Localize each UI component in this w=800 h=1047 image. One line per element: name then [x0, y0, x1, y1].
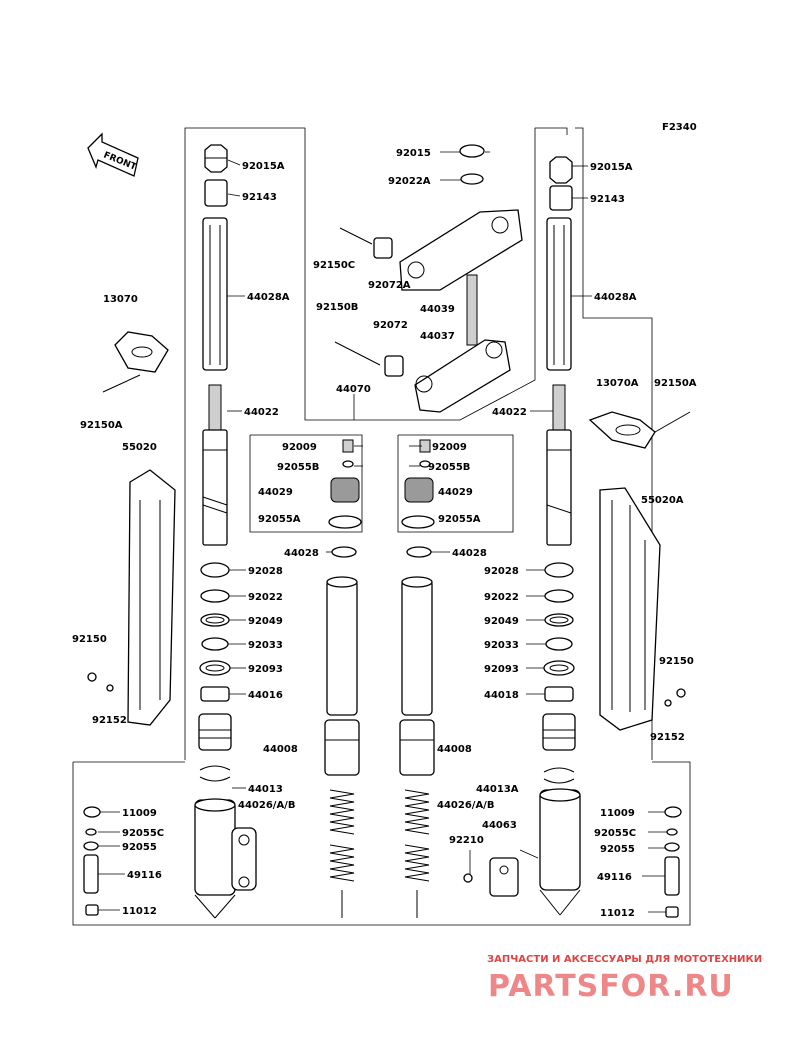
callout-label: 92022 — [248, 592, 283, 603]
right-callout-labels: 92015A 92143 44028A 44022 13070A 92150A … — [476, 162, 697, 919]
callout-label: 11012 — [600, 908, 635, 919]
callout-label: 44070 — [336, 384, 371, 395]
cap-parts — [328, 439, 435, 529]
callout-label: 92150B — [316, 302, 358, 313]
callout-label: 92055A — [258, 514, 301, 525]
callout-label: 92072A — [368, 280, 411, 291]
callout-label: 55020A — [641, 495, 684, 506]
callout-label: 44037 — [420, 331, 455, 342]
leader-lines — [98, 151, 667, 913]
center-tubes — [324, 546, 435, 918]
callout-label: 92150A — [80, 420, 123, 431]
figure-id: F2340 — [662, 122, 697, 133]
callout-label: 11012 — [122, 906, 157, 917]
callout-label: 44028 — [284, 548, 319, 559]
callout-label: 11009 — [122, 808, 157, 819]
callout-label: 44022 — [492, 407, 527, 418]
callout-label: 11009 — [600, 808, 635, 819]
callout-label: 92055 — [600, 844, 635, 855]
callout-label: 92028 — [248, 566, 283, 577]
callout-label: 44026/A/B — [437, 800, 494, 811]
callout-label: 13070A — [596, 378, 639, 389]
callout-label: 44028A — [247, 292, 290, 303]
callout-label: 44029 — [258, 487, 293, 498]
front-arrow-icon: FRONT — [87, 132, 139, 177]
triple-clamp-parts — [334, 144, 523, 413]
callout-label: 92143 — [242, 192, 277, 203]
callout-label: 44063 — [482, 820, 517, 831]
callout-label: 92055 — [122, 842, 157, 853]
callout-label: 92028 — [484, 566, 519, 577]
watermark-tagline: ЗАПЧАСТИ И АКСЕССУАРЫ ДЛЯ МОТОТЕХНИКИ — [487, 954, 762, 965]
callout-label: 92210 — [449, 835, 484, 846]
callout-label: 44016 — [248, 690, 283, 701]
callout-label: 92015 — [396, 148, 431, 159]
callout-label: 92152 — [92, 715, 127, 726]
callout-label: 92150 — [659, 656, 694, 667]
right-fork-parts — [539, 156, 581, 916]
callout-label: 44022 — [244, 407, 279, 418]
watermark-logo: PARTSFOR.RU — [488, 969, 734, 1004]
callout-label: 92033 — [248, 640, 283, 651]
brake-hose-brackets — [102, 331, 691, 449]
callout-label: 92033 — [484, 640, 519, 651]
callout-label: 92055C — [594, 828, 636, 839]
callout-label: 92072 — [373, 320, 408, 331]
callout-label: 92009 — [432, 442, 467, 453]
callout-label: 55020 — [122, 442, 157, 453]
callout-label: 44026/A/B — [238, 800, 295, 811]
callout-label: 44039 — [420, 304, 455, 315]
center-callout-labels: 92015 92022A 92150C 92072A 92150B 44039 … — [258, 148, 517, 846]
watermark: ЗАПЧАСТИ И АКСЕССУАРЫ ДЛЯ МОТОТЕХНИКИ PA… — [487, 954, 762, 1004]
callout-label: 49116 — [127, 870, 162, 881]
left-callout-labels: 92015A 92143 44028A 13070 92150A 44022 5… — [72, 161, 298, 917]
callout-label: 92049 — [248, 616, 283, 627]
callout-label: 92055B — [277, 462, 319, 473]
fork-guards — [87, 469, 686, 731]
callout-label: 92150A — [654, 378, 697, 389]
callout-label: 44028A — [594, 292, 637, 303]
callout-label: 13070 — [103, 294, 138, 305]
callout-label: 92049 — [484, 616, 519, 627]
left-fork-parts — [194, 144, 257, 919]
callout-label: 92143 — [590, 194, 625, 205]
callout-label: 92055A — [438, 514, 481, 525]
callout-label: 92009 — [282, 442, 317, 453]
callout-label: 44008 — [263, 744, 298, 755]
callout-label: 92150C — [313, 260, 355, 271]
callout-label: 44013A — [476, 784, 519, 795]
callout-label: 44018 — [484, 690, 519, 701]
callout-label: 44008 — [437, 744, 472, 755]
boundary-lines — [72, 127, 691, 926]
callout-label: 92093 — [248, 664, 283, 675]
callout-label: 92055B — [428, 462, 470, 473]
callout-label: 49116 — [597, 872, 632, 883]
callout-label: 44029 — [438, 487, 473, 498]
callout-label: 44028 — [452, 548, 487, 559]
callout-label: 92022A — [388, 176, 431, 187]
callout-label: 92150 — [72, 634, 107, 645]
small-bottom-parts — [83, 806, 682, 918]
callout-label: 92015A — [590, 162, 633, 173]
callout-label: 92152 — [650, 732, 685, 743]
callout-label: 44013 — [248, 784, 283, 795]
callout-label: 92015A — [242, 161, 285, 172]
callout-label: 92022 — [484, 592, 519, 603]
callout-label: 92093 — [484, 664, 519, 675]
callout-label: 92055C — [122, 828, 164, 839]
